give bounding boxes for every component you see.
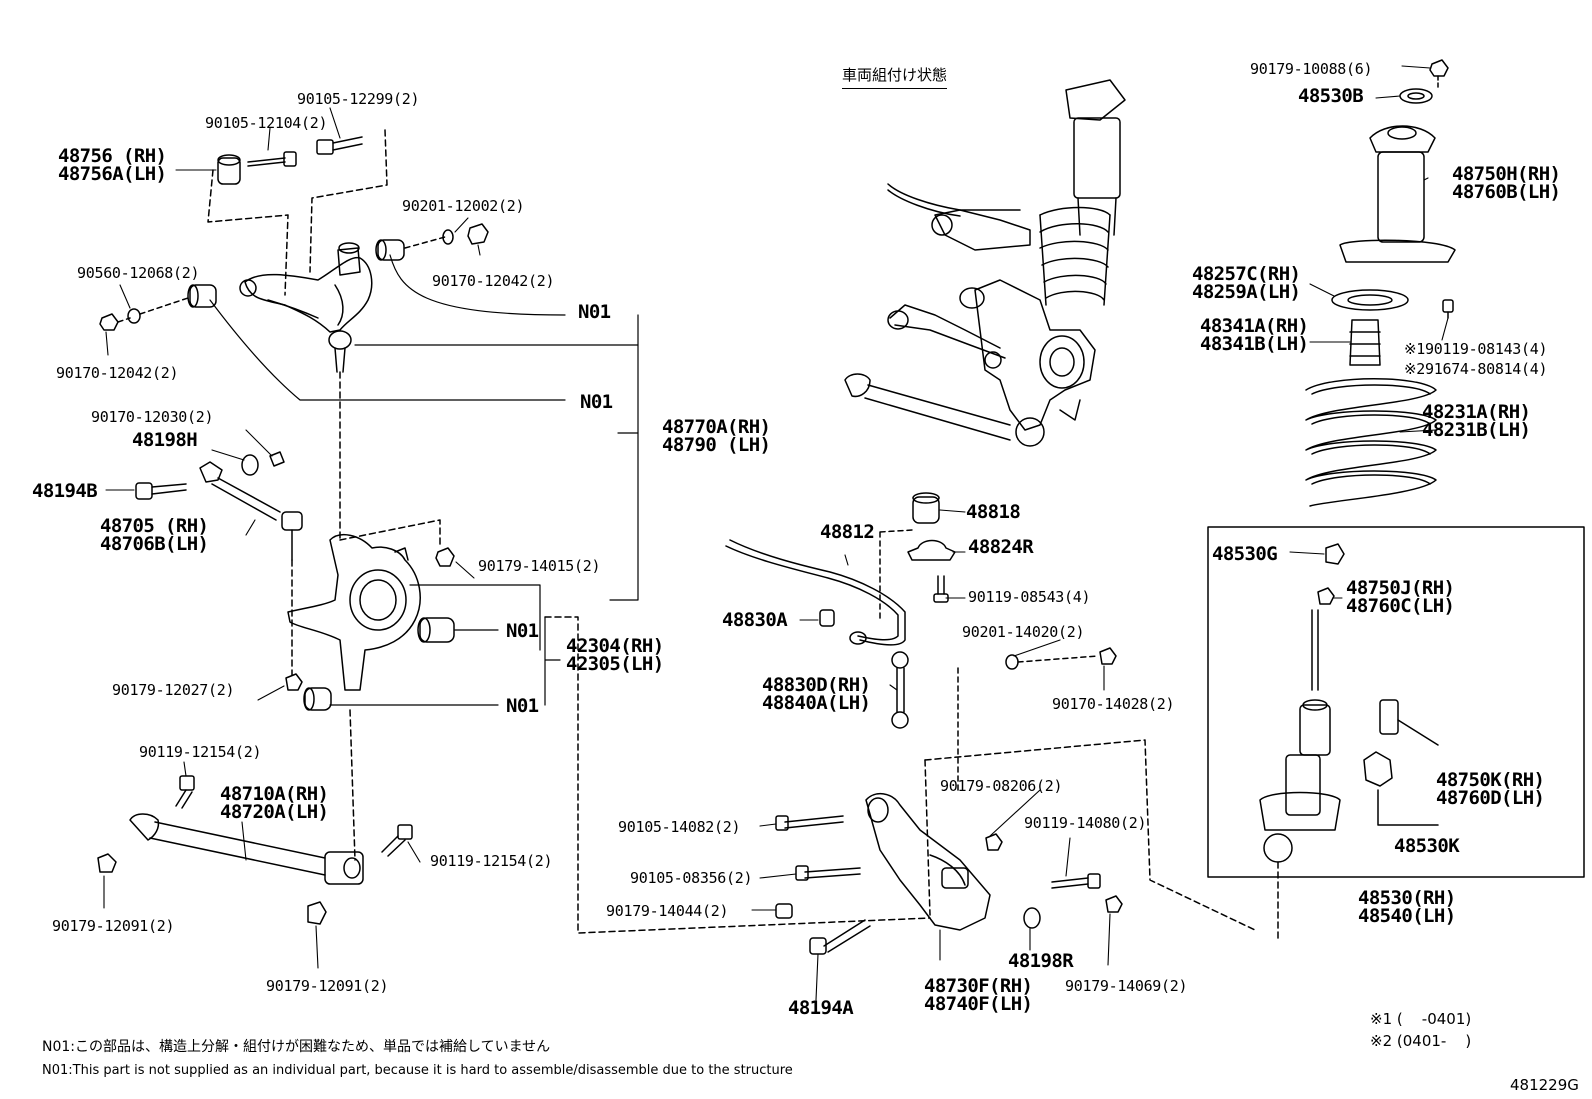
part-90119-12154-b[interactable]: 90119-12154(2) — [430, 852, 553, 870]
assembled-view — [844, 79, 1126, 447]
n01-label-upper-1[interactable]: N01 — [578, 301, 611, 323]
knuckle-42304-shape — [287, 533, 421, 691]
part-48740f[interactable]: 48740F(LH) — [924, 993, 1033, 1015]
part-90119-14080[interactable]: 90119-14080(2) — [1024, 814, 1147, 832]
part-90179-14015[interactable]: 90179-14015(2) — [478, 557, 601, 575]
part-48840a[interactable]: 48840A(LH) — [762, 692, 871, 714]
footnote-english: N01:This part is not supplied as an indi… — [42, 1063, 793, 1078]
part-90119-12154-a[interactable]: 90119-12154(2) — [139, 743, 262, 761]
part-90179-10088[interactable]: 90179-10088(6) — [1250, 60, 1373, 78]
part-48812[interactable]: 48812 — [820, 521, 875, 543]
upper-arm-48770-shape — [244, 256, 373, 333]
footnote-japanese: N01:この部品は、構造上分解・組付けが困難なため、単品では補給していません — [42, 1039, 551, 1055]
n01-label-knuckle-2[interactable]: N01 — [506, 695, 539, 717]
part-48341a[interactable]: 48341A(RH) — [1200, 315, 1309, 337]
upper-arm-group — [99, 129, 489, 541]
part-90170-12042-right[interactable]: 90170-12042(2) — [432, 272, 555, 290]
part-48540[interactable]: 48540(LH) — [1358, 905, 1456, 927]
part-90179-14069[interactable]: 90179-14069(2) — [1065, 977, 1188, 995]
part-90201-12002[interactable]: 90201-12002(2) — [402, 197, 525, 215]
part-90179-12091-a[interactable]: 90179-12091(2) — [52, 917, 175, 935]
part-48705[interactable]: 48705 (RH) — [100, 515, 209, 537]
part-48341b[interactable]: 48341B(LH) — [1200, 333, 1309, 355]
part-48231a[interactable]: 48231A(RH) — [1422, 401, 1531, 423]
assembled-state-title: 車両組付け状態 — [842, 64, 948, 89]
part-48257c[interactable]: 48257C(RH) — [1192, 263, 1301, 285]
part-90201-14020[interactable]: 90201-14020(2) — [962, 623, 1085, 641]
part-90179-12091-b[interactable]: 90179-12091(2) — [266, 977, 389, 995]
part-48756[interactable]: 48756 (RH) — [58, 145, 167, 167]
leader-lines — [103, 65, 1449, 1001]
part-48830d[interactable]: 48830D(RH) — [762, 674, 871, 696]
part-48750j[interactable]: 48750J(RH) — [1346, 577, 1455, 599]
part-90179-08206[interactable]: 90179-08206(2) — [940, 777, 1063, 795]
part-90170-12030[interactable]: 90170-12030(2) — [91, 408, 214, 426]
part-90119-08543[interactable]: 90119-08543(4) — [968, 588, 1091, 606]
part-90119-08143[interactable]: ※190119-08143(4) — [1404, 340, 1548, 358]
part-90170-12042-left[interactable]: 90170-12042(2) — [56, 364, 179, 382]
knuckle-group — [135, 451, 931, 934]
part-48198h[interactable]: 48198H — [132, 429, 198, 451]
footnote-mark-1: ※1 ( -0401) — [1370, 1010, 1472, 1028]
bushing-48756-shape — [217, 157, 241, 185]
part-48830a[interactable]: 48830A — [722, 609, 788, 631]
lower-link-group — [97, 775, 413, 925]
part-48720a[interactable]: 48720A(LH) — [220, 801, 329, 823]
part-48756a[interactable]: 48756A(LH) — [58, 163, 167, 185]
part-42304[interactable]: 42304(RH) — [566, 635, 664, 657]
n01-label-knuckle-1[interactable]: N01 — [506, 620, 539, 642]
part-48194b[interactable]: 48194B — [32, 480, 98, 502]
coil-spring-48231a — [1305, 378, 1437, 507]
part-42305[interactable]: 42305(LH) — [566, 653, 664, 675]
shock-absorber-box — [1207, 526, 1585, 878]
part-48818[interactable]: 48818 — [966, 501, 1021, 523]
part-48198r[interactable]: 48198R — [1008, 950, 1074, 972]
part-91674-80814[interactable]: ※291674-80814(4) — [1404, 360, 1548, 378]
part-48750h[interactable]: 48750H(RH) — [1452, 163, 1561, 185]
part-48530[interactable]: 48530(RH) — [1358, 887, 1456, 909]
part-90105-12299[interactable]: 90105-12299(2) — [297, 90, 420, 108]
part-48760d[interactable]: 48760D(LH) — [1436, 787, 1545, 809]
part-48194a[interactable]: 48194A — [788, 997, 854, 1019]
part-48530g[interactable]: 48530G — [1212, 543, 1278, 565]
n01-label-upper-2[interactable]: N01 — [580, 391, 613, 413]
part-90179-12027[interactable]: 90179-12027(2) — [112, 681, 235, 699]
part-48706b[interactable]: 48706B(LH) — [100, 533, 209, 555]
assembled-strut-top — [1065, 79, 1126, 121]
part-48530b[interactable]: 48530B — [1298, 85, 1364, 107]
drawing-reference-number: 481229G — [1510, 1076, 1579, 1094]
footnote-mark-2: ※2 (0401- ) — [1370, 1032, 1472, 1050]
part-90179-14044[interactable]: 90179-14044(2) — [606, 902, 729, 920]
part-48231b[interactable]: 48231B(LH) — [1422, 419, 1531, 441]
part-48760b[interactable]: 48760B(LH) — [1452, 181, 1561, 203]
part-48760c[interactable]: 48760C(LH) — [1346, 595, 1455, 617]
n01-leader-lines — [209, 254, 639, 706]
part-90105-12104[interactable]: 90105-12104(2) — [205, 114, 328, 132]
part-90170-14028[interactable]: 90170-14028(2) — [1052, 695, 1175, 713]
part-48730f[interactable]: 48730F(RH) — [924, 975, 1033, 997]
part-90105-08356[interactable]: 90105-08356(2) — [630, 869, 753, 887]
part-48530k[interactable]: 48530K — [1394, 835, 1460, 857]
part-90105-14082[interactable]: 90105-14082(2) — [618, 818, 741, 836]
part-48824r[interactable]: 48824R — [968, 536, 1034, 558]
strut-components — [1207, 59, 1585, 941]
stabilizer-bar-48812 — [729, 539, 906, 646]
part-48710a[interactable]: 48710A(RH) — [220, 783, 329, 805]
part-48750k[interactable]: 48750K(RH) — [1436, 769, 1545, 791]
part-90560-12068[interactable]: 90560-12068(2) — [77, 264, 200, 282]
part-48259a[interactable]: 48259A(LH) — [1192, 281, 1301, 303]
part-48790[interactable]: 48790 (LH) — [662, 434, 771, 456]
stabilizer-lower-arm-group — [725, 492, 1256, 955]
part-48770a[interactable]: 48770A(RH) — [662, 416, 771, 438]
lower-arm-48730f-shape — [865, 793, 991, 931]
